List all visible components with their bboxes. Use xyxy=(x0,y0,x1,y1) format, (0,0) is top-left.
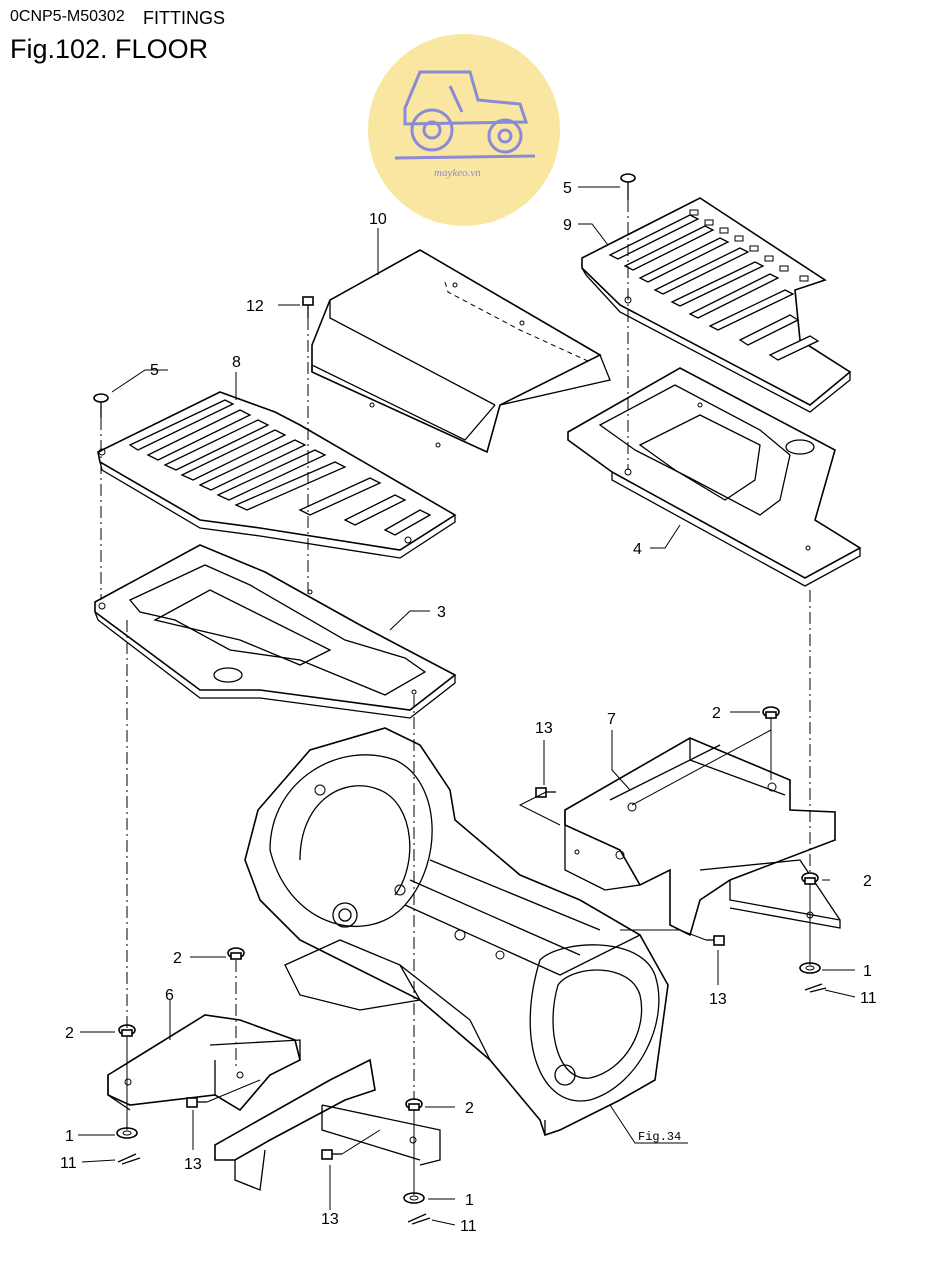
callout-1-c: 1 xyxy=(465,1192,474,1209)
fasteners xyxy=(93,173,827,1225)
mat-9-ribs xyxy=(608,214,820,361)
callout-11-a: 11 xyxy=(860,990,877,1007)
watermark-circle xyxy=(368,34,560,226)
part-3-base-plate-left xyxy=(94,544,457,719)
pin-11-a-icon xyxy=(804,983,827,993)
screw-5-right-icon xyxy=(620,173,636,200)
pin-11-b-icon xyxy=(117,1153,141,1165)
damper-2-e-icon xyxy=(405,1098,423,1111)
callout-2-e: 2 xyxy=(465,1100,474,1117)
callout-1-a: 1 xyxy=(863,963,872,980)
callout-1-b: 1 xyxy=(65,1128,74,1145)
bolt-13-c-icon xyxy=(186,1097,207,1108)
part-7-bracket-right xyxy=(564,737,841,937)
callout-4: 4 xyxy=(633,541,642,558)
part-6-bracket-left xyxy=(107,1014,441,1191)
damper-2-c-icon xyxy=(227,947,245,960)
callout-11-b: 11 xyxy=(60,1155,77,1172)
bolt-13-b-icon xyxy=(706,935,725,946)
washer-1-b-icon xyxy=(116,1127,138,1139)
callout-13-c: 13 xyxy=(184,1156,202,1173)
tractor-icon xyxy=(394,70,536,160)
screw-5-left-icon xyxy=(93,393,109,418)
part-8-floor-mat-left xyxy=(97,391,457,559)
damper-2-a-icon xyxy=(762,706,780,719)
part-10-cover xyxy=(311,249,611,454)
figure-title: Fig.102. FLOOR xyxy=(10,34,209,64)
callout-2-a: 2 xyxy=(712,705,721,722)
callout-13-d: 13 xyxy=(321,1211,339,1228)
callout-2-c: 2 xyxy=(173,950,182,967)
callout-13-b: 13 xyxy=(709,991,727,1008)
part-4-base-plate-right xyxy=(567,367,862,587)
pin-11-c-icon xyxy=(407,1213,431,1225)
callout-3: 3 xyxy=(437,604,446,621)
section-title: FITTINGS xyxy=(143,8,225,28)
callout-2-d: 2 xyxy=(65,1025,74,1042)
callout-6: 6 xyxy=(165,987,174,1004)
callout-12: 12 xyxy=(246,298,264,315)
watermark-text: maykeo.vn xyxy=(434,167,481,179)
callout-11-c: 11 xyxy=(460,1218,477,1235)
mat-8-ribs xyxy=(128,399,432,536)
transmission-housing xyxy=(244,727,669,1137)
part-9-floor-mat-right xyxy=(581,197,852,413)
callout-2-b: 2 xyxy=(863,873,872,890)
bolt-13-d-icon xyxy=(321,1149,342,1160)
watermark-logo: maykeo.vn xyxy=(368,34,560,226)
reference-fig-34: Fig.34 xyxy=(638,1130,681,1144)
callout-10: 10 xyxy=(369,211,387,228)
callout-labels: 5 8 10 12 5 9 3 4 13 7 2 2 1 11 13 2 6 2… xyxy=(60,180,877,1235)
callout-7: 7 xyxy=(607,711,616,728)
callout-9: 9 xyxy=(563,217,572,234)
assembly-lines xyxy=(100,200,811,1195)
damper-2-b-icon xyxy=(801,872,819,885)
callout-13-a: 13 xyxy=(535,720,553,737)
callout-5-right: 5 xyxy=(563,180,572,197)
bolt-12-icon xyxy=(302,296,314,318)
callout-5-left: 5 xyxy=(150,362,159,379)
part-code: 0CNP5-M50302 xyxy=(10,8,125,25)
leader-lines xyxy=(78,186,856,1226)
callout-8: 8 xyxy=(232,354,241,371)
mat-9-studs xyxy=(689,209,809,282)
